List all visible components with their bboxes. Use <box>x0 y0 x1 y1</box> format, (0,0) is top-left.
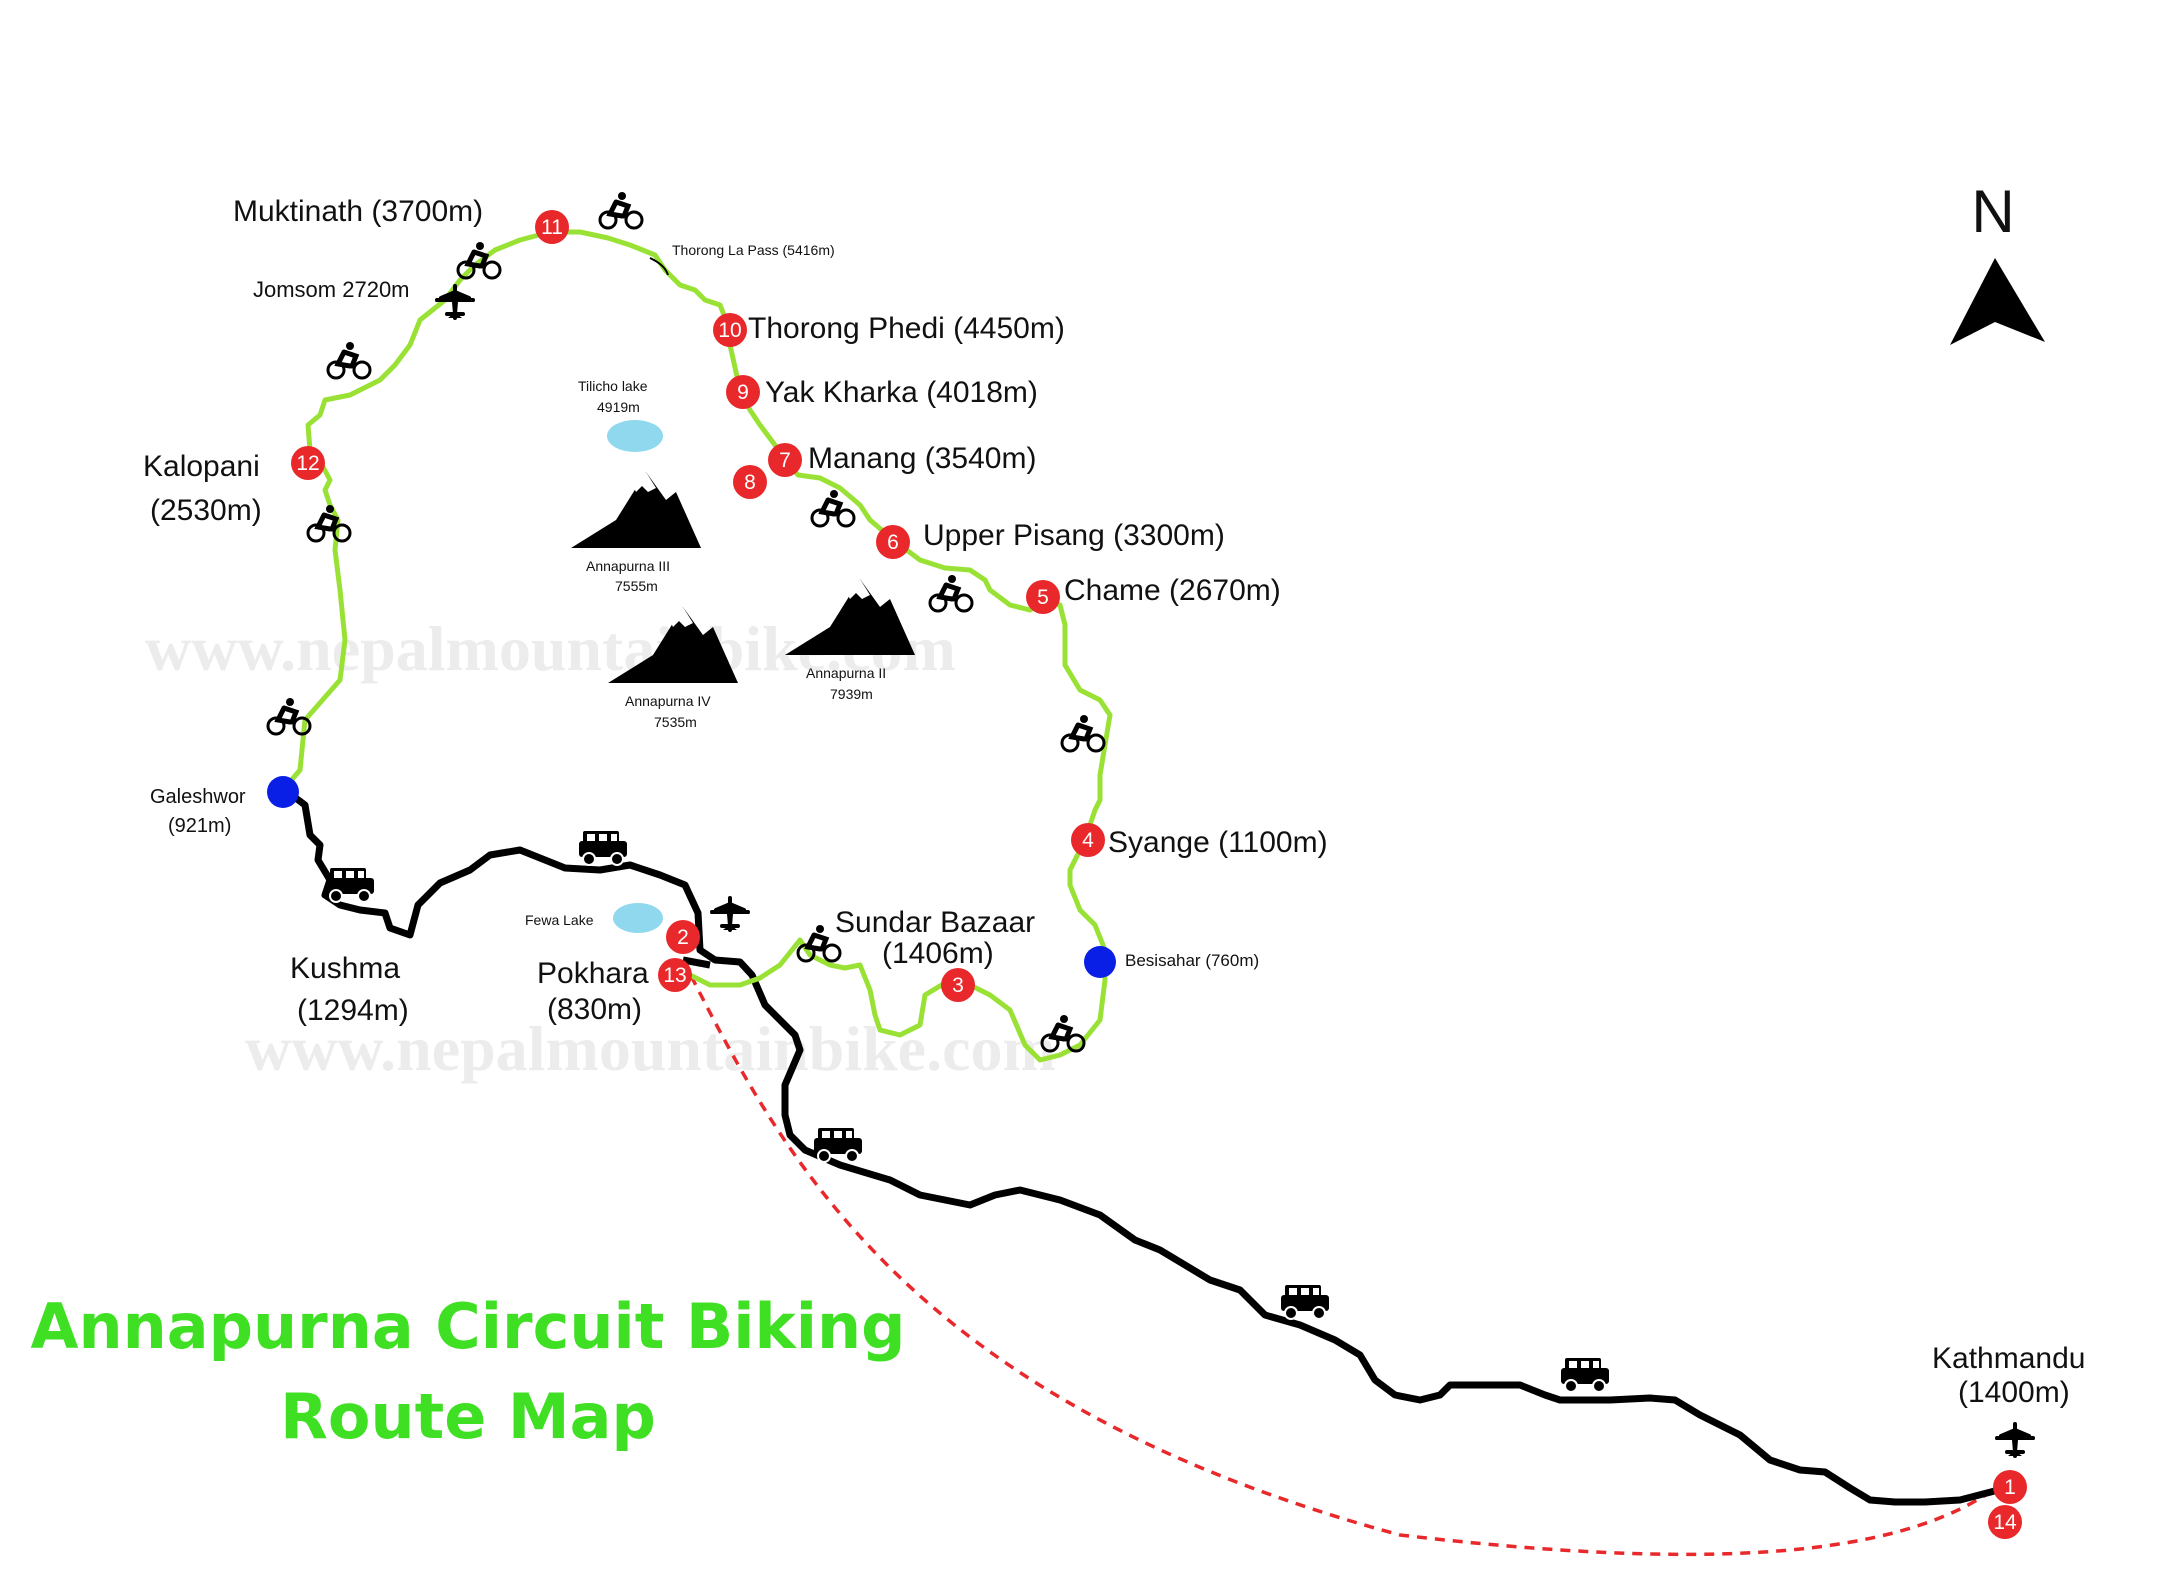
tilicho-lake <box>607 420 663 452</box>
map-title-line1: Annapurna Circuit Biking <box>31 1290 906 1363</box>
svg-text:10: 10 <box>718 319 741 342</box>
svg-text:9: 9 <box>737 381 749 404</box>
waypoint-marker-besisahar <box>1084 946 1116 978</box>
stop-marker-5: 5 <box>1026 580 1060 614</box>
stop-marker-12: 12 <box>291 446 325 480</box>
jeep-icon <box>578 830 628 866</box>
cyclist-icon <box>328 342 370 378</box>
waypoint-label-galeshwor-alt: (921m) <box>168 815 231 837</box>
waypoint-label-kushma-alt: (1294m) <box>297 994 409 1027</box>
mountain-icon <box>571 472 701 548</box>
lake-label-tilicho: Tilicho lake <box>578 378 648 394</box>
peak-label-annapurna-iii: Annapurna III <box>586 558 670 574</box>
stop-marker-8: 8 <box>733 465 767 499</box>
waypoint-label-galeshwor: Galeshwor <box>150 786 246 808</box>
stop-marker-1: 1 <box>1993 1470 2027 1504</box>
peak-label-annapurna-iv-alt: 7535m <box>654 714 697 730</box>
svg-text:3: 3 <box>952 974 964 997</box>
stop-label-pokhara-alt: (830m) <box>547 993 642 1026</box>
peak-label-annapurna-iv: Annapurna IV <box>625 693 711 709</box>
stop-marker-6: 6 <box>876 525 910 559</box>
svg-text:2: 2 <box>677 926 689 949</box>
peak-label-annapurna-ii-alt: 7939m <box>830 686 873 702</box>
drive-route <box>282 787 2011 1506</box>
stop-label-chame: Chame (2670m) <box>1064 574 1281 607</box>
stop-label-kalopani: Kalopani <box>143 450 260 483</box>
pass-icon <box>649 257 669 276</box>
airplane-icon <box>1993 1420 2037 1458</box>
north-label: N <box>1971 178 2014 245</box>
jeep-icon <box>1280 1284 1330 1320</box>
svg-text:13: 13 <box>663 964 686 987</box>
stop-marker-9: 9 <box>726 375 760 409</box>
lake-label-tilicho-alt: 4919m <box>597 399 640 415</box>
cyclist-icon <box>600 192 642 228</box>
stop-label-kalopani-alt: (2530m) <box>150 494 262 527</box>
stop-label-sundar-bazaar: Sundar Bazaar <box>835 906 1035 939</box>
stop-marker-3: 3 <box>941 968 975 1002</box>
map-title-line2: Route Map <box>280 1380 656 1453</box>
cyclist-icon <box>930 575 972 611</box>
jeep-icon <box>325 867 375 903</box>
svg-text:8: 8 <box>744 471 756 494</box>
stop-label-upper-pisang: Upper Pisang (3300m) <box>923 519 1225 552</box>
cyclist-icon <box>1062 715 1104 751</box>
stop-marker-10: 10 <box>713 313 747 347</box>
cyclist-icon <box>308 505 350 541</box>
waypoint-marker-galeshwor <box>267 776 299 808</box>
stop-marker-13: 13 <box>658 958 692 992</box>
stop-marker-14: 14 <box>1988 1505 2022 1539</box>
north-arrow-icon <box>1950 258 2045 345</box>
peak-label-annapurna-ii: Annapurna II <box>806 665 886 681</box>
fewa-lake <box>613 903 663 933</box>
waypoint-label-thorong-la: Thorong La Pass (5416m) <box>672 242 835 258</box>
stop-label-sundar-bazaar-alt: (1406m) <box>882 937 994 970</box>
stop-label-syange: Syange (1100m) <box>1108 826 1328 859</box>
peak-label-annapurna-iii-alt: 7555m <box>615 578 658 594</box>
jeep-icon <box>813 1127 863 1163</box>
svg-text:11: 11 <box>541 216 563 239</box>
svg-text:6: 6 <box>887 531 899 554</box>
waypoint-label-jomsom: Jomsom 2720m <box>253 277 410 302</box>
stop-label-pokhara: Pokhara <box>537 957 649 990</box>
waypoint-label-kushma: Kushma <box>290 952 400 985</box>
flight-route <box>681 959 2002 1557</box>
stop-label-kathmandu-alt: (1400m) <box>1958 1376 2070 1409</box>
waypoint-label-besisahar: Besisahar (760m) <box>1125 951 1259 970</box>
stop-marker-7: 7 <box>768 443 802 477</box>
stop-marker-4: 4 <box>1071 823 1105 857</box>
svg-text:5: 5 <box>1037 586 1049 609</box>
stop-label-yak-kharka: Yak Kharka (4018m) <box>765 376 1038 409</box>
jeep-icon <box>1560 1357 1610 1393</box>
svg-text:12: 12 <box>296 452 319 475</box>
stop-label-kathmandu: Kathmandu <box>1932 1342 2085 1375</box>
svg-text:4: 4 <box>1082 829 1094 852</box>
svg-text:7: 7 <box>779 449 791 472</box>
lake-label-fewa: Fewa Lake <box>525 912 594 928</box>
drive-route <box>682 956 711 969</box>
svg-text:1: 1 <box>2004 1476 2016 1499</box>
stop-marker-2: 2 <box>666 920 700 954</box>
airplane-icon <box>708 894 752 932</box>
svg-text:14: 14 <box>1993 1511 2017 1534</box>
stop-label-manang: Manang (3540m) <box>808 442 1036 475</box>
airplane-icon <box>433 282 477 320</box>
stop-label-muktinath: Muktinath (3700m) <box>233 195 483 228</box>
stop-marker-11: 11 <box>535 210 569 244</box>
stop-label-thorong-phedi: Thorong Phedi (4450m) <box>748 312 1065 345</box>
